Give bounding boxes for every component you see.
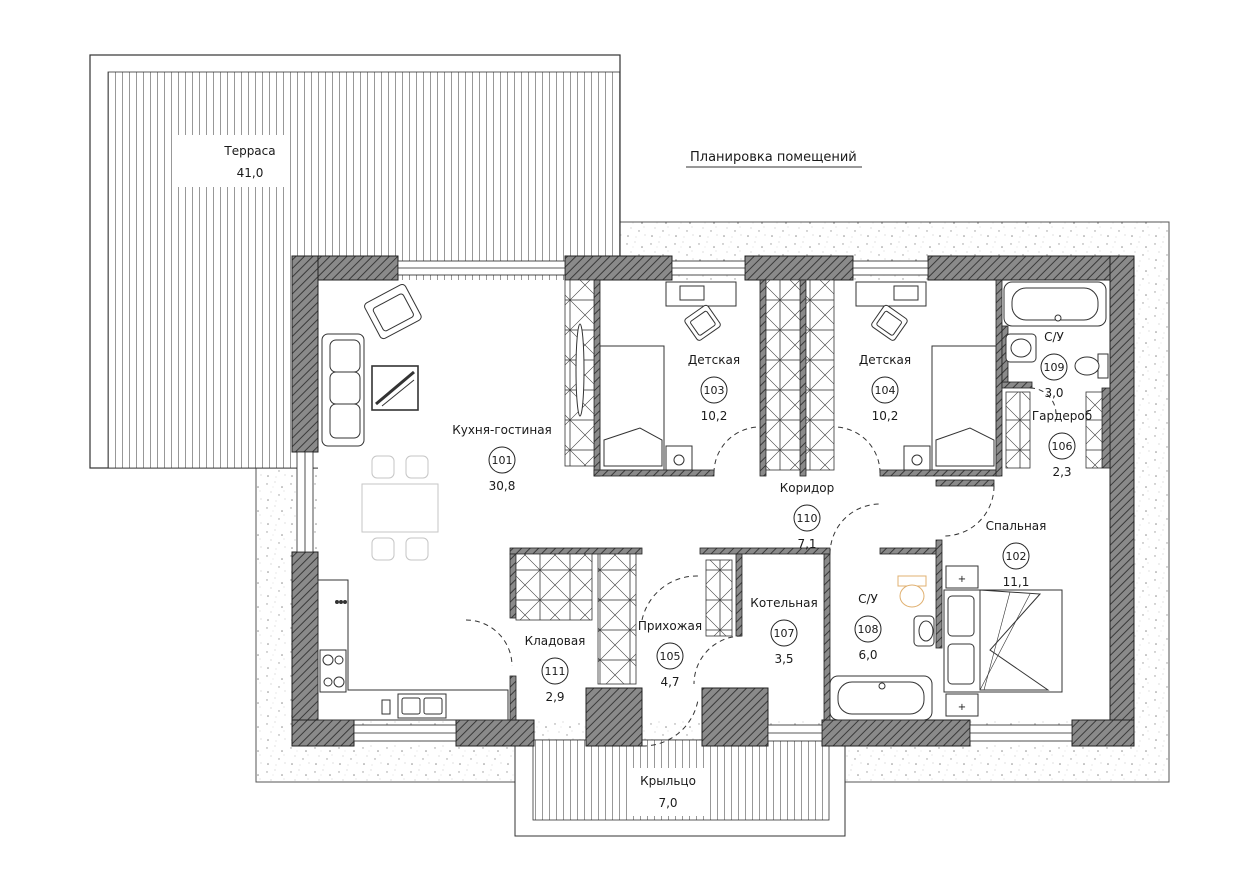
plan-title-text: Планировка помещений bbox=[690, 150, 857, 165]
porch bbox=[514, 739, 846, 837]
room-area: 2,9 bbox=[545, 690, 564, 704]
room-name: Терраса bbox=[223, 144, 275, 158]
room-name: Крыльцо bbox=[640, 774, 696, 788]
room-label-bath-1: С/У 108 6,0 bbox=[854, 592, 882, 662]
room-number-circle bbox=[770, 619, 798, 647]
room-number: 102 bbox=[1006, 550, 1027, 563]
room-label-kids-2: Детская 104 10,2 bbox=[859, 353, 911, 423]
room-name: Котельная bbox=[750, 596, 817, 610]
svg-text:+: + bbox=[958, 702, 966, 713]
room-area: 41,0 bbox=[237, 166, 264, 180]
room-number-circle bbox=[1002, 542, 1030, 570]
toilet-icon bbox=[1074, 353, 1109, 379]
room-name: Прихожая bbox=[638, 619, 702, 633]
room-area: 11,1 bbox=[1003, 575, 1030, 589]
room-area: 10,2 bbox=[872, 409, 899, 423]
room-area: 30,8 bbox=[489, 479, 516, 493]
room-number-circle bbox=[1040, 353, 1068, 381]
room-number-circle bbox=[488, 446, 516, 474]
room-name: Коридор bbox=[780, 481, 835, 495]
room-label-corridor: Коридор 110 7,1 bbox=[780, 481, 835, 551]
room-name: С/У bbox=[1044, 330, 1064, 344]
kids-2-furniture bbox=[855, 281, 997, 471]
room-number: 109 bbox=[1044, 361, 1065, 374]
room-number: 103 bbox=[704, 384, 725, 397]
room-name: Детская bbox=[859, 353, 911, 367]
bathtub-icon bbox=[829, 675, 933, 721]
room-name: Кухня-гостиная bbox=[452, 423, 552, 437]
room-number-circle bbox=[793, 504, 821, 532]
closets bbox=[515, 279, 1103, 685]
bathroom-furniture bbox=[829, 281, 1109, 721]
room-area: 10,2 bbox=[701, 409, 728, 423]
room-number: 108 bbox=[858, 623, 879, 636]
room-name: Гардероб bbox=[1032, 409, 1092, 423]
dining-table-icon bbox=[361, 455, 439, 561]
room-number: 106 bbox=[1052, 440, 1073, 453]
exterior-walls bbox=[291, 255, 1135, 747]
room-number-circle bbox=[871, 376, 899, 404]
room-number-circle bbox=[541, 657, 569, 685]
plan-title: Планировка помещений bbox=[686, 150, 862, 168]
room-label-boiler: Котельная 107 3,5 bbox=[750, 596, 817, 666]
room-number: 104 bbox=[875, 384, 896, 397]
sofa-icon bbox=[321, 333, 365, 447]
windows bbox=[296, 260, 1073, 742]
room-number: 111 bbox=[545, 665, 566, 678]
room-number: 105 bbox=[660, 650, 681, 663]
sink-icon bbox=[913, 615, 935, 647]
svg-text:+: + bbox=[958, 574, 966, 585]
chair-icon bbox=[684, 304, 721, 341]
nightstand-icon bbox=[945, 565, 979, 589]
door-swings bbox=[465, 387, 1057, 747]
room-label-pantry: Кладовая 111 2,9 bbox=[525, 634, 586, 704]
room-label-porch: Крыльцо 7,0 bbox=[640, 774, 696, 810]
room-area: 6,0 bbox=[858, 648, 877, 662]
room-label-terrace: Терраса 41,0 bbox=[223, 144, 275, 180]
bathtub-icon bbox=[1003, 281, 1107, 327]
chair-icon bbox=[871, 304, 908, 341]
room-number-circle bbox=[1048, 432, 1076, 460]
room-label-wardrobe: Гардероб 106 2,3 bbox=[1032, 409, 1092, 479]
room-name: С/У bbox=[858, 592, 878, 606]
living-furniture bbox=[317, 283, 509, 721]
room-number-circle bbox=[700, 376, 728, 404]
room-label-kitchen-living: Кухня-гостиная 101 30,8 bbox=[452, 423, 552, 493]
room-area: 3,0 bbox=[1044, 386, 1063, 400]
kids-1-furniture bbox=[575, 281, 737, 471]
sink-icon bbox=[1005, 333, 1037, 363]
room-label-kids-1: Детская 103 10,2 bbox=[688, 353, 740, 423]
room-name: Спальная bbox=[986, 519, 1047, 533]
room-label-hall: Прихожая 105 4,7 bbox=[638, 619, 702, 689]
room-number: 107 bbox=[774, 627, 795, 640]
mirror-icon bbox=[575, 323, 585, 417]
room-area: 7,1 bbox=[797, 537, 816, 551]
room-area: 4,7 bbox=[660, 675, 679, 689]
room-area: 2,3 bbox=[1052, 465, 1071, 479]
room-label-bath-2: С/У 109 3,0 bbox=[1040, 330, 1068, 400]
kitchen-counter bbox=[317, 579, 509, 721]
room-area: 3,5 bbox=[774, 652, 793, 666]
room-number: 110 bbox=[797, 512, 818, 525]
room-number-circle bbox=[854, 615, 882, 643]
room-name: Кладовая bbox=[525, 634, 586, 648]
room-area: 7,0 bbox=[658, 796, 677, 810]
coffee-table-icon bbox=[371, 365, 419, 411]
room-name: Детская bbox=[688, 353, 740, 367]
bedroom-furniture: + + bbox=[943, 565, 1063, 717]
nightstand-icon bbox=[945, 693, 979, 717]
room-number: 101 bbox=[492, 454, 513, 467]
armchair-icon bbox=[364, 283, 422, 340]
sink-icon bbox=[381, 693, 447, 719]
stove-icon bbox=[319, 649, 347, 693]
toilet-icon bbox=[897, 575, 927, 608]
room-number-circle bbox=[656, 642, 684, 670]
room-label-bedroom: Спальная 102 11,1 bbox=[986, 519, 1047, 589]
